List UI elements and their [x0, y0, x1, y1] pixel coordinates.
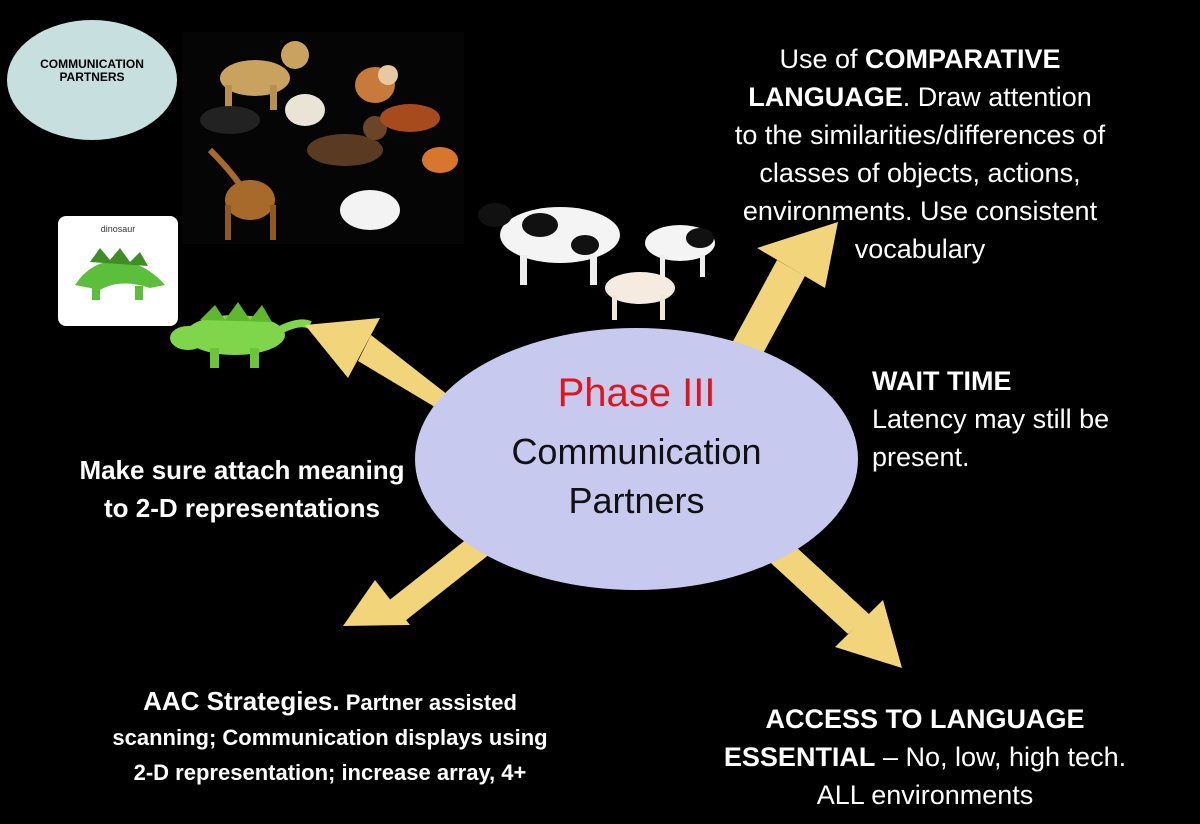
access-line-3: ALL environments [660, 776, 1190, 814]
access-rest-2: – No, low, high tech. [875, 742, 1126, 772]
wait-line-1: Latency may still be [872, 400, 1192, 438]
access-bold-1: ACCESS TO LANGUAGE [765, 704, 1084, 734]
meaning-text: Make sure attach meaning to 2-D represen… [22, 451, 462, 527]
wait-line-2: present. [872, 438, 1192, 476]
aac-strategies-text: AAC Strategies. Partner assisted scannin… [30, 684, 630, 790]
center-line-1: Communication [415, 431, 858, 473]
access-bold-2: ESSENTIAL [724, 742, 876, 772]
comparative-line-3: to the similarities/differences of [660, 116, 1180, 154]
wait-time-text: WAIT TIME Latency may still be present. [872, 362, 1192, 476]
comparative-line-5: environments. Use consistent [660, 192, 1180, 230]
comparative-language-text: Use of COMPARATIVE LANGUAGE. Draw attent… [660, 40, 1180, 268]
aac-bold: AAC Strategies. [143, 686, 340, 716]
comparative-bold-1: COMPARATIVE [865, 44, 1061, 74]
comparative-line-6: vocabulary [660, 230, 1180, 268]
aac-line-2: scanning; Communication displays using [30, 720, 630, 755]
wait-title: WAIT TIME [872, 366, 1011, 396]
comparative-prefix: Use of [779, 44, 865, 74]
comparative-line-4: classes of objects, actions, [660, 154, 1180, 192]
toy-animals-photo [182, 32, 464, 244]
comparative-rest-1: . Draw attention [903, 82, 1092, 112]
meaning-line-1: Make sure attach meaning [22, 451, 462, 489]
access-to-language-text: ACCESS TO LANGUAGE ESSENTIAL – No, low, … [660, 700, 1190, 814]
card-label: dinosaur [101, 224, 136, 234]
toy-dinosaur-photo [170, 302, 310, 368]
aac-rest-1: Partner assisted [340, 690, 517, 715]
aac-line-3: 2-D representation; increase array, 4+ [30, 755, 630, 790]
meaning-line-2: to 2-D representations [22, 489, 462, 527]
phase-title: Phase III [415, 371, 858, 416]
comparative-bold-2: LANGUAGE [748, 82, 903, 112]
center-line-2: Partners [415, 480, 858, 522]
